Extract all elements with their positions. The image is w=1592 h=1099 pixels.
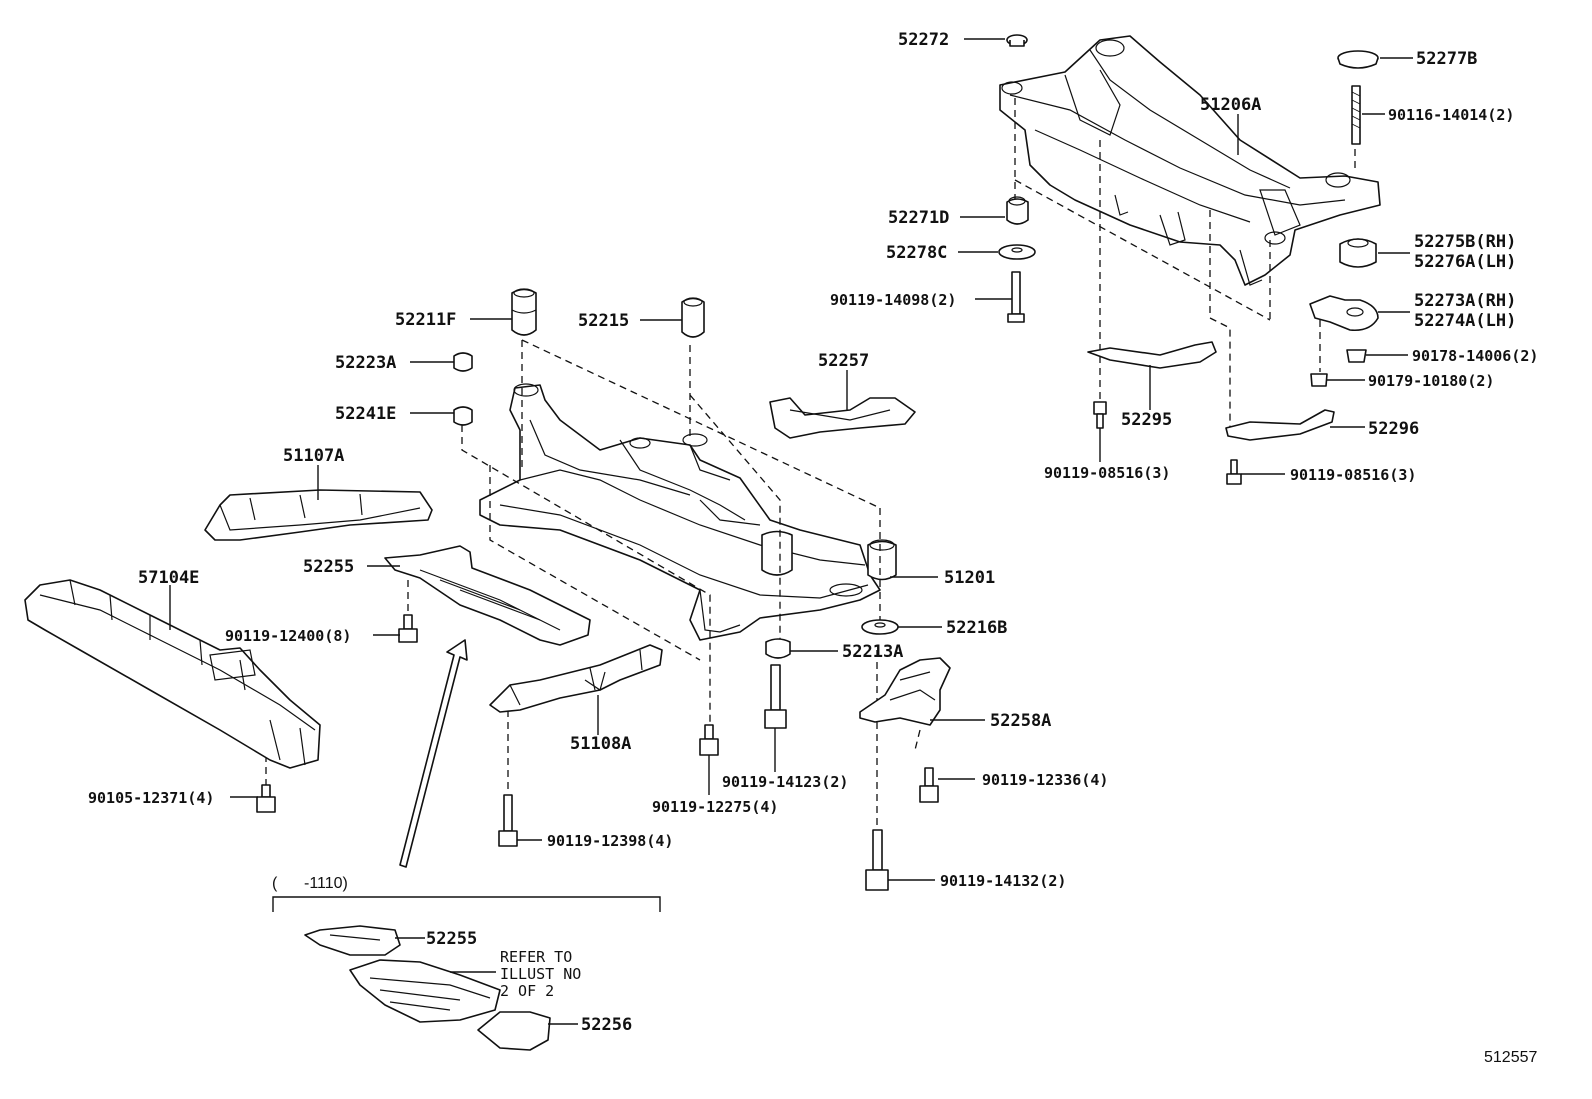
part-90119-12275-bolt [699, 724, 719, 756]
part-90105-12371-bolt [256, 784, 276, 813]
label-52271d: 52271D [888, 208, 949, 228]
part-52296-brace [1225, 409, 1335, 441]
part-52271d-bushing [1006, 196, 1029, 225]
label-refer-line3: 2 OF 2 [500, 982, 554, 1000]
label-51107a: 51107A [283, 446, 344, 466]
label-90119-12336: 90119-12336(4) [982, 771, 1108, 789]
part-90119-12400-bolt [398, 614, 418, 643]
label-52273a: 52273A(RH) [1414, 291, 1516, 311]
part-52275b-bushing [1339, 238, 1377, 268]
label-52213a: 52213A [842, 642, 903, 662]
label-52257: 52257 [818, 351, 869, 371]
part-52255-cover-inset [304, 925, 401, 956]
label-52276a: 52276A(LH) [1414, 252, 1516, 272]
label-52223a: 52223A [335, 353, 396, 373]
label-90105-12371: 90105-12371(4) [88, 789, 214, 807]
part-90178-14006-nut [1346, 349, 1367, 363]
part-52258a-bracket [859, 657, 951, 726]
part-52272-cap [1006, 34, 1028, 47]
label-period-note: ( -1110) [272, 875, 348, 892]
part-52215-bushing [681, 297, 705, 338]
label-52258a: 52258A [990, 711, 1051, 731]
part-90119-14123-bolt [764, 664, 787, 729]
part-52255-cover [384, 545, 591, 646]
label-52256: 52256 [581, 1015, 632, 1035]
part-57104e-crossmember [24, 579, 321, 769]
part-52257-brace [769, 397, 916, 439]
label-90178-14006: 90178-14006(2) [1412, 347, 1538, 365]
part-90119-14132-bolt [865, 829, 889, 891]
label-51206a: 51206A [1200, 95, 1261, 115]
label-52275b: 52275B(RH) [1414, 232, 1516, 252]
label-52272: 52272 [898, 30, 949, 50]
label-90119-14132: 90119-14132(2) [940, 872, 1066, 890]
label-90119-14123: 90119-14123(2) [722, 773, 848, 791]
label-51201: 51201 [944, 568, 995, 588]
part-51107a-bracket [204, 489, 433, 541]
part-90119-08516-bolt-a [1093, 401, 1107, 429]
label-52277b: 52277B [1416, 49, 1477, 69]
label-90119-08516-a: 90119-08516(3) [1044, 464, 1170, 482]
label-52255-inset: 52255 [426, 929, 477, 949]
figure-id: 512557 [1484, 1049, 1537, 1066]
label-refer-line1: REFER TO [500, 948, 572, 966]
part-90179-10180-nut [1310, 373, 1328, 387]
label-52255: 52255 [303, 557, 354, 577]
part-52277b-stopper [1337, 50, 1379, 69]
part-90116-14014-stud [1351, 85, 1361, 145]
label-90119-08516-b: 90119-08516(3) [1290, 466, 1416, 484]
label-90119-14098: 90119-14098(2) [830, 291, 956, 309]
label-refer-line2: ILLUST NO [500, 965, 581, 983]
part-52278c-washer [998, 244, 1036, 260]
rear-suspension-member-51206a [999, 35, 1381, 286]
part-90119-12398-bolt [498, 794, 518, 847]
label-52274a: 52274A(LH) [1414, 311, 1516, 331]
part-52216b-washer [861, 619, 899, 635]
label-52241e: 52241E [335, 404, 396, 424]
part-52256-cover [477, 1011, 551, 1051]
label-51108a: 51108A [570, 734, 631, 754]
label-90119-12275: 90119-12275(4) [652, 798, 778, 816]
part-51108a-bracket [489, 644, 663, 713]
label-90119-12398: 90119-12398(4) [547, 832, 673, 850]
part-52211f-bushing [511, 288, 537, 336]
part-52213a-cushion [765, 638, 791, 659]
part-52295-brace [1087, 341, 1217, 369]
inset-refer-plate [349, 959, 501, 1023]
part-90119-14098-bolt [1007, 271, 1025, 323]
part-90119-08516-bolt-b [1226, 459, 1242, 485]
label-52295: 52295 [1121, 410, 1172, 430]
label-52211f: 52211F [395, 310, 456, 330]
label-52278c: 52278C [886, 243, 947, 263]
label-52296: 52296 [1368, 419, 1419, 439]
part-52241e-stopper [453, 406, 473, 426]
label-90119-12400: 90119-12400(8) [225, 627, 351, 645]
front-suspension-member-51201 [479, 383, 897, 641]
part-52273a-bracket [1309, 295, 1379, 332]
inset-bracket [272, 896, 661, 912]
label-52215: 52215 [578, 311, 629, 331]
part-90119-12336-bolt [919, 767, 939, 803]
label-57104e: 57104E [138, 568, 199, 588]
part-52223a-stopper [453, 352, 473, 372]
direction-arrow [399, 639, 468, 868]
label-52216b: 52216B [946, 618, 1007, 638]
label-90116-14014: 90116-14014(2) [1388, 106, 1514, 124]
label-90179-10180: 90179-10180(2) [1368, 372, 1494, 390]
